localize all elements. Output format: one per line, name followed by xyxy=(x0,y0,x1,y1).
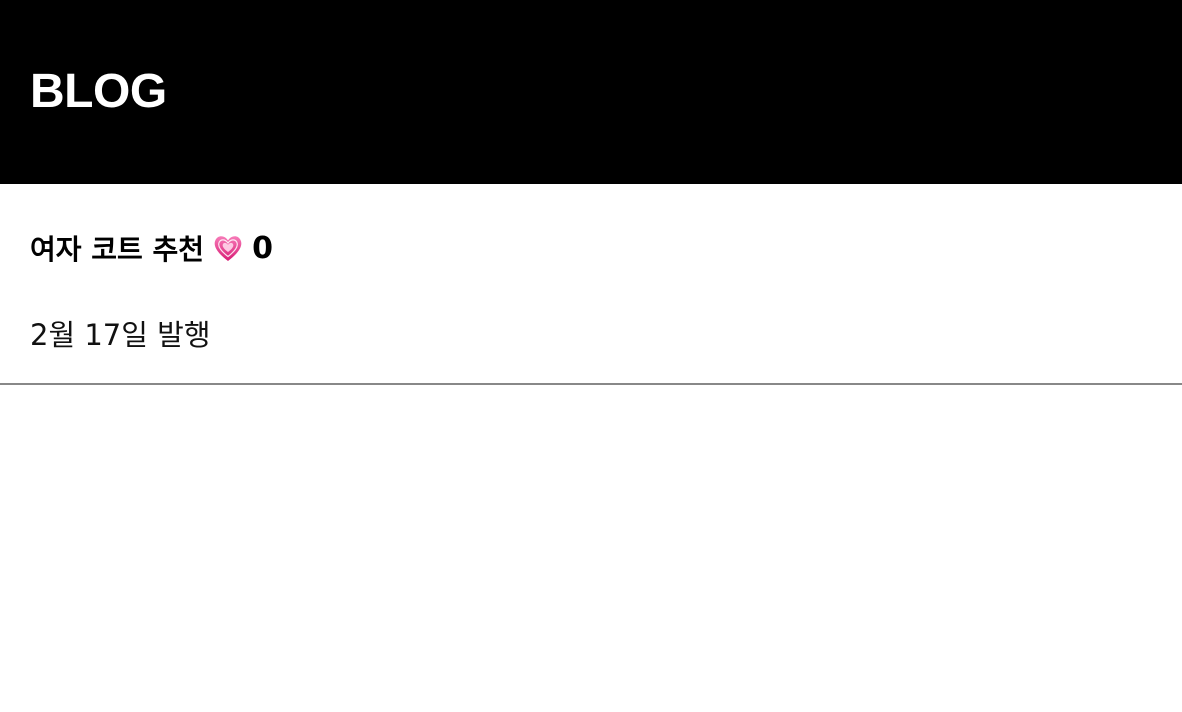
site-header: BLOG xyxy=(0,0,1182,184)
post-title-text: 여자 코트 추천 xyxy=(30,233,205,266)
like-count: 0 xyxy=(252,230,273,266)
post-list: 여자 코트 추천 0 2월 17일 발행 xyxy=(0,184,1182,385)
blog-logo[interactable]: BLOG xyxy=(30,65,167,118)
post-item: 여자 코트 추천 0 2월 17일 발행 xyxy=(0,184,1182,385)
growing-heart-icon xyxy=(212,232,244,264)
post-date: 2월 17일 발행 xyxy=(30,318,211,352)
post-title-link[interactable]: 여자 코트 추천 0 xyxy=(30,228,273,268)
